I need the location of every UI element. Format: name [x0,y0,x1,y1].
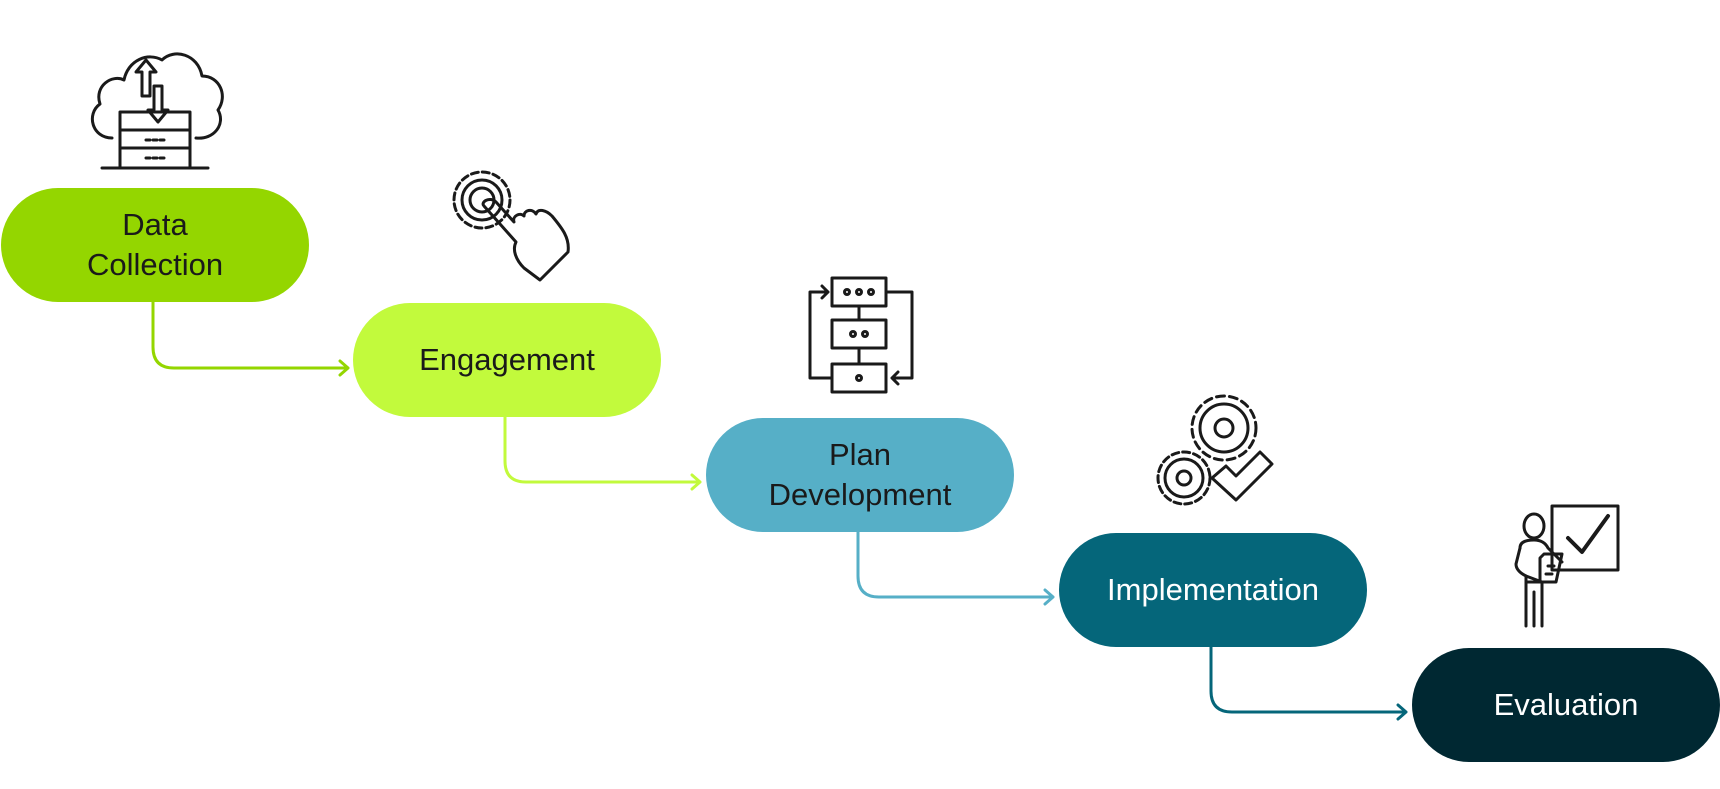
step-evaluation: Evaluation [1412,648,1720,762]
flowchart-icon [804,276,916,398]
step-label: Data Collection [86,207,224,282]
connector-3 [856,530,1055,606]
connector-1 [151,300,350,377]
cloud-server-icon [84,46,228,172]
step-label: Implementation [1107,572,1319,607]
gears-check-icon [1152,390,1274,512]
presenter-check-icon [1512,502,1620,630]
step-label: Plan Development [768,437,952,512]
step-label: Engagement [419,342,595,377]
step-implementation: Implementation [1059,533,1367,647]
connector-4 [1209,645,1408,721]
connector-2 [503,415,702,491]
gear-touch-icon [444,164,572,282]
step-data-collection: Data Collection [1,188,309,302]
step-engagement: Engagement [353,303,661,417]
step-plan-development: Plan Development [706,418,1014,532]
step-label: Evaluation [1493,687,1639,722]
